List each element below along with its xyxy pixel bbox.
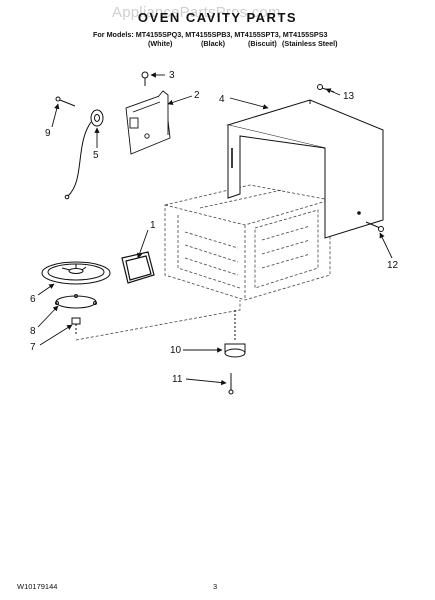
screw-9 xyxy=(55,96,76,107)
screw-12 xyxy=(365,221,384,232)
turntable-motor xyxy=(64,109,104,200)
coupler xyxy=(71,317,81,336)
watermark: AppliancePartsPros.com xyxy=(112,4,281,21)
variant-stainless: (Stainless Steel) xyxy=(282,39,338,48)
variant-biscuit: (Biscuit) xyxy=(248,39,277,48)
roller-ring xyxy=(55,294,97,309)
leader-lines xyxy=(37,72,393,386)
page-number: 3 xyxy=(213,582,218,591)
callout-7: 7 xyxy=(30,342,36,353)
screw-11 xyxy=(228,373,234,395)
callout-13: 13 xyxy=(343,91,355,102)
waveguide-gasket xyxy=(121,251,155,284)
callout-8: 8 xyxy=(30,326,36,337)
document-number: W10179144 xyxy=(17,582,58,591)
screw-3 xyxy=(141,71,149,86)
callout-6: 6 xyxy=(30,294,36,305)
cabinet-wrapper xyxy=(226,99,384,239)
callout-11: 11 xyxy=(172,374,183,385)
callout-12: 12 xyxy=(387,260,399,271)
model-list: For Models: MT4155SPQ3, MT4155SPB3, MT41… xyxy=(93,30,328,39)
screw-13 xyxy=(317,84,335,93)
oven-cavity xyxy=(164,184,331,301)
callout-2: 2 xyxy=(194,90,200,101)
variant-black: (Black) xyxy=(201,39,225,48)
callout-4: 4 xyxy=(219,94,225,105)
callout-5: 5 xyxy=(93,150,99,161)
stirrer-motor xyxy=(224,310,246,358)
callout-9: 9 xyxy=(45,128,51,139)
glass-turntable-tray xyxy=(41,261,111,285)
variant-white: (White) xyxy=(148,39,173,48)
callout-10: 10 xyxy=(170,345,182,356)
callout-3: 3 xyxy=(169,70,175,81)
bracket-plate xyxy=(125,90,171,155)
callout-1: 1 xyxy=(150,220,156,231)
page-title: OVEN CAVITY PARTS xyxy=(137,10,298,25)
